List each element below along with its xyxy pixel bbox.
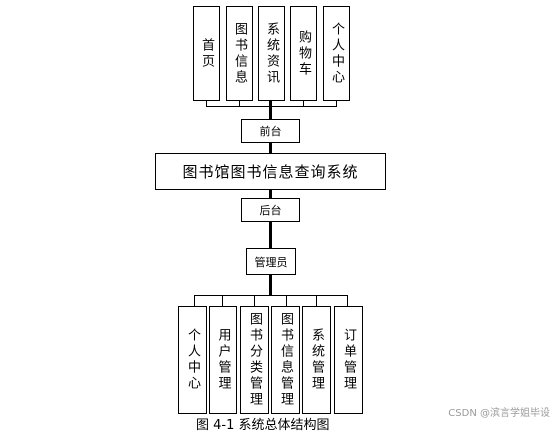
module-personal-center: 个人中心: [323, 6, 350, 101]
connector-bottom-drop-6: [347, 295, 348, 306]
connector-bottom-drop-3: [254, 295, 255, 306]
admin-module-user-management: 用户管理: [209, 306, 237, 414]
admin-module-system-management: 系统管理: [302, 306, 331, 414]
connector-top-drop-1: [206, 101, 207, 107]
system-title-box: 图书馆图书信息查询系统: [155, 153, 386, 190]
connector-system-to-back: [269, 190, 272, 199]
connector-top-drop-5: [336, 101, 337, 107]
module-book-info: 图书信息: [226, 6, 253, 101]
connector-front-to-system: [269, 143, 272, 154]
connector-back-to-admin: [269, 222, 272, 248]
backend-box: 后台: [241, 198, 300, 222]
connector-bottom-bus: [194, 295, 348, 296]
connector-bottom-drop-2: [222, 295, 223, 306]
connector-bottom-drop-5: [316, 295, 317, 306]
module-home: 首页: [193, 6, 220, 101]
connector-top-drop-2: [239, 101, 240, 107]
module-shopping-cart: 购物车: [290, 6, 317, 101]
connector-bottom-drop-1: [194, 295, 195, 306]
module-system-news: 系统资讯: [258, 6, 285, 101]
connector-top-trunk: [269, 101, 272, 120]
connector-top-drop-4: [303, 101, 304, 107]
admin-box: 管理员: [246, 248, 296, 275]
frontend-box: 前台: [241, 119, 300, 143]
admin-module-book-info-management: 图书信息管理: [271, 306, 300, 414]
admin-module-personal-center: 个人中心: [178, 306, 207, 414]
figure-caption: 图 4-1 系统总体结构图: [196, 418, 330, 433]
admin-module-order-management: 订单管理: [334, 306, 363, 414]
connector-bottom-drop-4: [286, 295, 287, 306]
connector-admin-trunk: [269, 275, 272, 296]
admin-module-book-category-management: 图书分类管理: [240, 306, 269, 414]
csdn-watermark: CSDN @滨言学姐毕设: [448, 408, 550, 419]
